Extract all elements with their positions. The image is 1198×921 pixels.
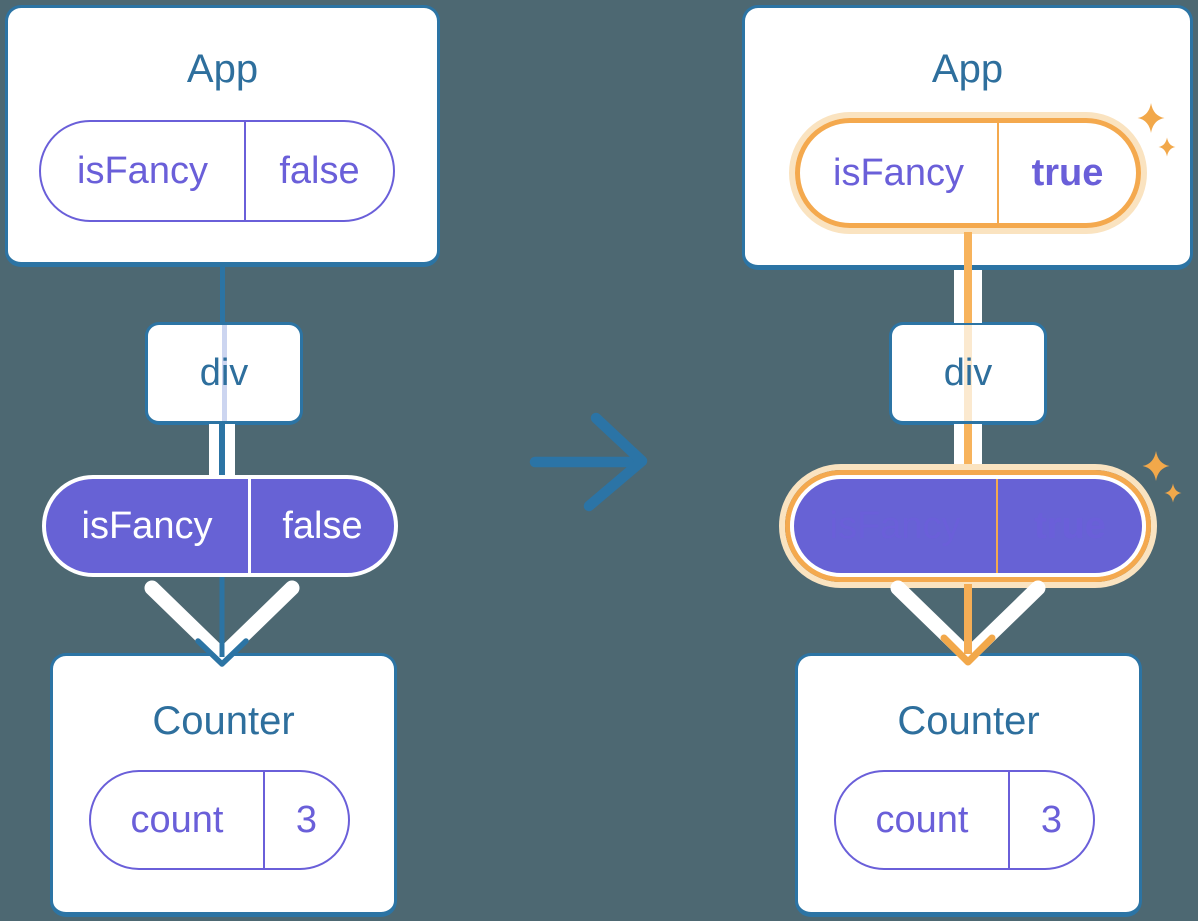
- sparkle-icon: [1142, 451, 1170, 481]
- prop-flow-line: [964, 424, 972, 468]
- props-pipe-side: [972, 424, 982, 468]
- counter-card-before: Counter count 3: [50, 653, 397, 917]
- state-name: count: [130, 799, 224, 841]
- counter-title: Counter: [152, 699, 295, 743]
- counter-card-after: Counter count 3: [795, 653, 1142, 917]
- highlighted-passed-prop-pill: isFancy true: [779, 464, 1157, 588]
- app-card-after: App isFancy true: [742, 5, 1193, 270]
- prop-flow-line: [964, 325, 972, 421]
- passed-prop-pill: isFancy false: [42, 475, 398, 577]
- highlight-ring: isFancy true: [795, 118, 1141, 228]
- props-arrow-icon: [144, 580, 300, 664]
- highlighted-state-pill: isFancy true: [789, 112, 1147, 234]
- state-name: count: [875, 799, 969, 841]
- props-pipe-side: [954, 270, 964, 323]
- prop-flow-line: [219, 424, 225, 477]
- state-name: isFancy: [77, 150, 208, 192]
- prop-name: isFancy: [81, 505, 213, 547]
- edge-app-to-div: [219, 266, 225, 323]
- props-pipe-side: [225, 424, 235, 477]
- counter-state-pill: count 3: [89, 770, 350, 870]
- counter-state-pill: count 3: [834, 770, 1095, 870]
- state-value: 3: [1008, 772, 1093, 868]
- div-card-after: div: [889, 322, 1047, 425]
- prop-name: isFancy: [829, 505, 961, 547]
- app-state-pill: isFancy false: [39, 120, 395, 222]
- app-title: App: [931, 47, 1004, 91]
- div-title: div: [943, 351, 993, 394]
- prop-value: true: [996, 479, 1142, 573]
- state-value: 3: [263, 772, 348, 868]
- prop-flow-line: [964, 270, 972, 323]
- props-arrow-icon: [890, 580, 1046, 664]
- transition-arrow-icon: [529, 412, 648, 512]
- props-pipe-side: [972, 270, 982, 323]
- props-pipe-app-to-div: [954, 270, 982, 323]
- highlight-ring: isFancy true: [785, 470, 1151, 582]
- state-name: isFancy: [833, 152, 964, 194]
- counter-title: Counter: [897, 699, 1040, 743]
- passed-prop-pill: isFancy true: [790, 475, 1146, 577]
- app-card-before: App isFancy false: [5, 5, 440, 267]
- props-pipe-side: [209, 424, 219, 477]
- div-card-before: div: [145, 322, 303, 425]
- app-title: App: [186, 47, 259, 91]
- props-pipe-div-to-pill: [954, 424, 982, 468]
- edge-pill-to-card-bottom: [964, 232, 972, 270]
- state-value: false: [244, 122, 393, 220]
- sparkle-icon: [1164, 483, 1182, 503]
- prop-value: false: [248, 479, 394, 573]
- props-pipe-div-to-pill: [209, 424, 235, 477]
- div-title: div: [199, 351, 249, 394]
- prop-flow-line: [221, 325, 227, 421]
- props-pipe-side: [954, 424, 964, 468]
- state-value: true: [997, 123, 1136, 223]
